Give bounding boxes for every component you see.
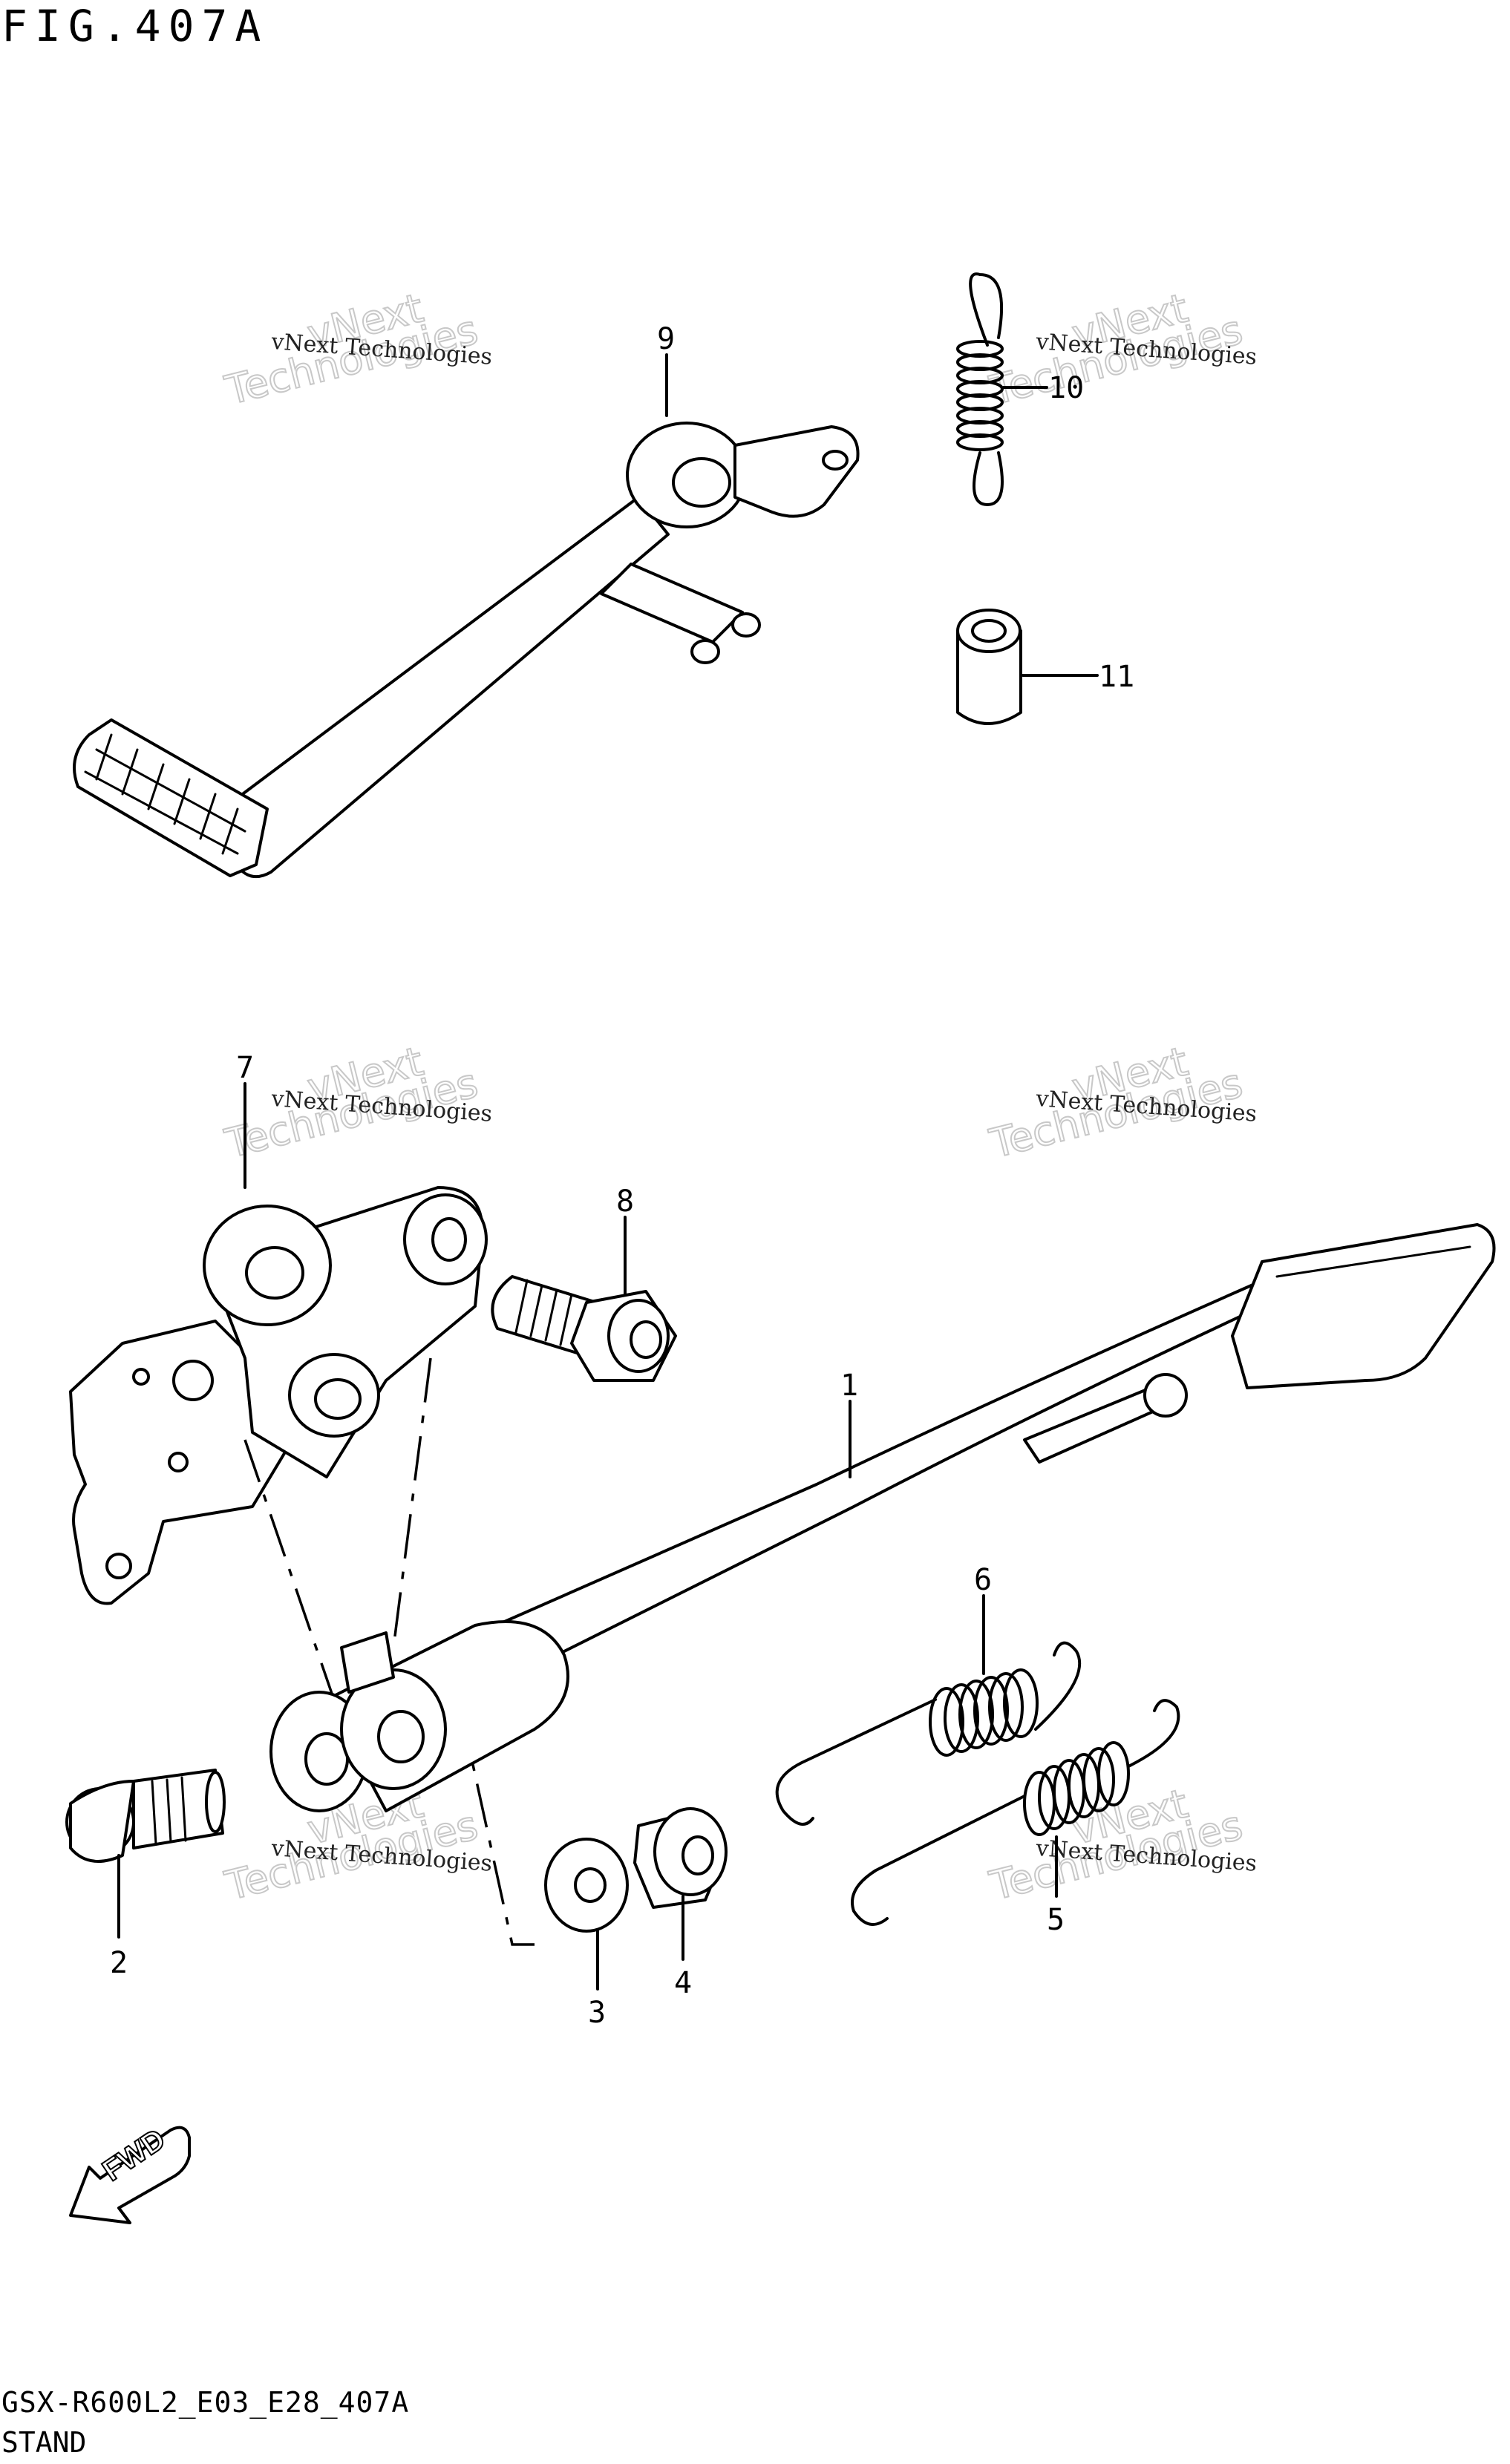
callout-3: 3 [588, 1996, 606, 2030]
pivot-bolt-threads [151, 1776, 187, 1846]
part-11-collar [956, 609, 1022, 725]
callout-1: 1 [840, 1369, 858, 1403]
callout-9: 9 [657, 322, 675, 356]
bracket-boss-left-hole [245, 1246, 304, 1300]
pedal-pin-head [690, 639, 720, 664]
pedal-pivot-hole [672, 457, 731, 508]
pedal-pin-head [731, 612, 761, 638]
watermark-group-5: Technologies vNext vNext Technologies [220, 1779, 493, 1910]
spring-5-hook-left [851, 1795, 1026, 1926]
bolt-head-socket [630, 1320, 662, 1359]
assembly-line [459, 1706, 535, 1946]
pedal-tab [733, 425, 860, 518]
stand-pivot-hole-right [377, 1710, 425, 1763]
part-6-spring [775, 1641, 1082, 1826]
callout-10: 10 [1048, 371, 1084, 405]
figure-title: FIG.407A [1, 1, 269, 51]
stand-foot [1231, 1223, 1496, 1389]
part-1-side-stand [269, 1223, 1496, 1812]
part-8-bolt [491, 1275, 677, 1382]
model-code: GSX-R600L2_E03_E28_407A [1, 2386, 410, 2419]
callout-2: 2 [110, 1946, 128, 1980]
spring-5-hook-right [1127, 1699, 1180, 1768]
part-10-spring [956, 272, 1004, 506]
washer-hole [574, 1867, 607, 1903]
part-2-pivot-bolt [65, 1769, 226, 1863]
part-7-bracket [69, 1186, 488, 1605]
part-4-nut [633, 1807, 728, 1909]
pivot-bolt-collar [69, 1780, 135, 1863]
assembly-line [392, 1357, 432, 1648]
pedal-pin-plate [600, 563, 744, 643]
callout-6: 6 [974, 1563, 992, 1597]
fwd-arrow-icon: FWD [69, 2122, 191, 2224]
spring-6-hook-right [1034, 1641, 1082, 1731]
part-3-washer [544, 1838, 629, 1933]
bracket-hole [105, 1553, 132, 1579]
part-5-spring [851, 1699, 1180, 1926]
bracket-bolt-hole [132, 1368, 150, 1386]
section-name: STAND [1, 2426, 87, 2459]
spring-hook-top [969, 272, 1004, 347]
pedal-arm [221, 496, 670, 879]
watermark-group-3: Technologies vNext vNext Technologies [220, 1037, 493, 1168]
bracket-boss-lower-hole [314, 1378, 362, 1420]
callout-8: 8 [616, 1185, 634, 1219]
collar-bore [971, 619, 1007, 643]
collar-body [956, 629, 1022, 725]
bolt-threads [514, 1279, 573, 1346]
pedal-grip-knurl [84, 733, 246, 855]
spring-6-hook-left [775, 1698, 937, 1826]
stand-stopper [340, 1631, 395, 1694]
fwd-arrow-shape [69, 2126, 191, 2224]
callout-7: 7 [236, 1051, 254, 1085]
bracket-bolt-hole [168, 1452, 189, 1472]
pedal-tab-hole [822, 450, 849, 471]
bracket-boss-right-hole [431, 1217, 467, 1262]
watermark-group-2: Technologies vNext vNext Technologies [984, 284, 1258, 415]
callout-4: 4 [674, 1966, 692, 2000]
pivot-bolt-tip [205, 1771, 226, 1833]
stand-foot-edge [1275, 1245, 1471, 1278]
watermark-group-4: Technologies vNext vNext Technologies [984, 1037, 1258, 1168]
bracket-hole [172, 1360, 214, 1401]
spring-coils [956, 340, 1004, 451]
pedal-grip [73, 718, 269, 877]
spring-5-coils [1023, 1741, 1130, 1836]
callout-5: 5 [1047, 1903, 1065, 1937]
assembly-line [244, 1439, 343, 1723]
watermark-group-1: Technologies vNext vNext Technologies [220, 284, 493, 415]
stand-knob [1143, 1373, 1188, 1418]
spring-hook-bottom [973, 451, 1004, 506]
part-9-pedal [73, 422, 860, 879]
callout-11: 11 [1099, 660, 1134, 694]
spring-6-coils [929, 1668, 1039, 1757]
nut-bore [682, 1835, 714, 1875]
